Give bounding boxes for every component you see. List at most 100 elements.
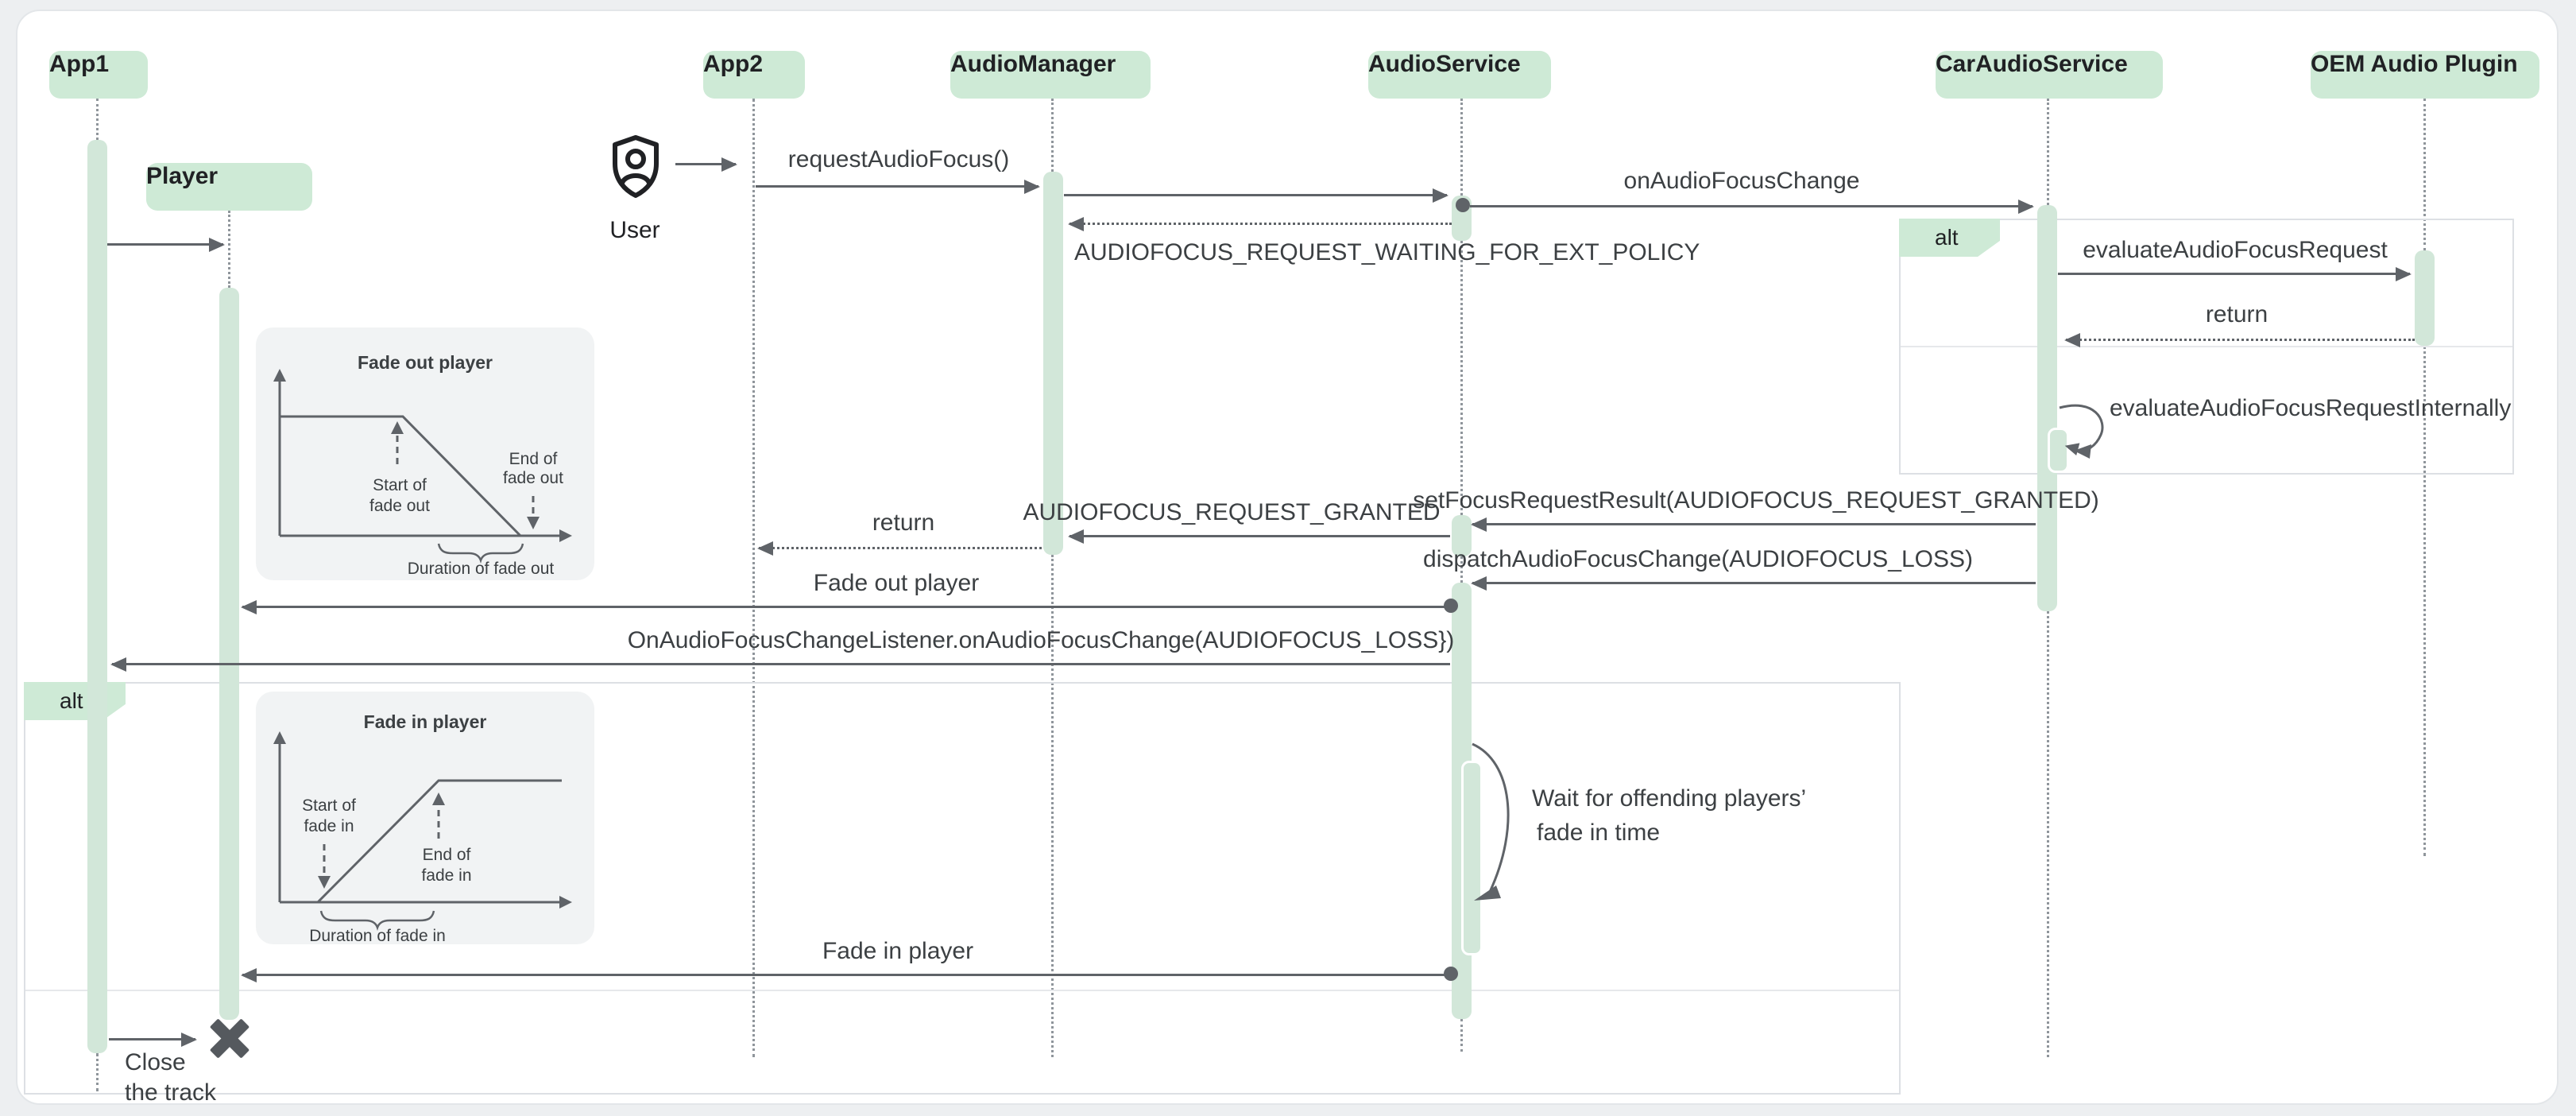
note-close-line1: Close — [125, 1049, 186, 1075]
duration-label: Duration of fade out — [408, 560, 555, 578]
participant-audiomanager: AudioManager — [950, 51, 1151, 99]
lifeline-audioservice — [1460, 556, 1463, 583]
start-fade-label: Start of — [302, 796, 356, 815]
arrowhead-icon — [1433, 188, 1449, 203]
alt-label: alt — [1935, 225, 1959, 250]
user-label: User — [609, 217, 660, 243]
chart-title: Fade in player — [364, 711, 487, 732]
arrowhead-icon — [2064, 333, 2080, 347]
message-origin-dot — [1444, 967, 1458, 981]
arrowhead-icon — [1471, 576, 1487, 591]
fade-in-chart: Fade in player Start of fade in End of f… — [256, 692, 594, 945]
activation-player — [219, 288, 239, 1020]
activation-audioservice — [1452, 515, 1472, 556]
activation-audiomanager — [1043, 172, 1063, 555]
message-origin-dot — [1444, 599, 1458, 613]
arrow-waiting-for-ext-policy — [1068, 217, 1452, 231]
alt-fragment-focus-evaluation: alt — [1899, 219, 2514, 475]
arrow-user-to-app2 — [675, 157, 737, 172]
activation-caraudioservice — [2037, 205, 2057, 611]
participant-label: AudioManager — [950, 51, 1116, 77]
arrow-evaluateaudiofocusrequest — [2058, 267, 2412, 281]
participant-label: CarAudioService — [1936, 51, 2128, 77]
arrow-dispatchaudiofocuschange — [1471, 576, 2036, 591]
destroy-x-icon — [207, 1016, 252, 1060]
alt-label-tab: alt — [24, 682, 126, 720]
arrow-fade-in-player — [241, 968, 1445, 982]
participant-label: AudioService — [1368, 51, 1521, 77]
arrowhead-icon — [757, 541, 773, 556]
lifeline-audioservice — [1460, 241, 1463, 515]
user-icon — [613, 135, 659, 198]
self-call-arrow — [2059, 404, 2104, 459]
arrowhead-icon — [241, 968, 257, 982]
message-label-fade-out-player: Fade out player — [813, 570, 980, 596]
arrowhead-icon — [1068, 529, 1084, 544]
note-wait-line2: fade in time — [1537, 820, 1661, 846]
arrowhead-icon — [181, 1033, 197, 1047]
wait-loop-arrow — [1472, 742, 1510, 901]
lifeline-oem — [2423, 346, 2426, 856]
arrowhead-icon — [110, 657, 126, 672]
arrow-close-track — [109, 1033, 197, 1047]
fade-out-chart: Fade out player Start of fade out End of… — [256, 327, 594, 580]
participant-label: App1 — [49, 51, 109, 77]
arrow-onaudiofocuschange — [1470, 200, 2034, 214]
alt-label: alt — [60, 688, 83, 713]
participant-label: App2 — [703, 51, 763, 77]
participant-app2: App2 — [703, 51, 805, 99]
lifeline-audioservice — [1460, 99, 1463, 196]
participant-app1: App1 — [49, 51, 148, 99]
message-label-setfocusrequestresult: setFocusRequestResult(AUDIOFOCUS_REQUEST… — [1413, 487, 2099, 513]
end-fade-label: End of — [423, 846, 471, 864]
activation-caraudioservice-nested — [2048, 428, 2069, 473]
arrowhead-icon — [2396, 267, 2412, 281]
start-fade-label: fade in — [304, 817, 354, 835]
arrowhead-icon — [2018, 200, 2034, 214]
start-fade-label: Start of — [373, 476, 427, 494]
arrow-request-granted — [1068, 529, 1450, 544]
start-fade-label: fade out — [369, 497, 430, 515]
arrowhead-icon — [1024, 180, 1040, 194]
lifeline-audiomanager — [1051, 99, 1054, 172]
message-label-return-oem: return — [2205, 301, 2269, 327]
participant-oem-audio-plugin: OEM Audio Plugin — [2311, 51, 2539, 99]
message-label-onaudiofocuschange: onAudioFocusChange — [1623, 168, 1860, 194]
participant-label: Player — [146, 163, 219, 189]
activation-app1 — [87, 140, 107, 1053]
end-fade-label: fade in — [421, 866, 471, 885]
participant-audioservice: AudioService — [1368, 51, 1551, 99]
lifeline-caraudioservice — [2047, 99, 2049, 205]
arrowhead-icon — [1068, 217, 1084, 231]
message-label-evaluateaudiofocusrequest: evaluateAudioFocusRequest — [2083, 237, 2388, 263]
message-label-dispatchaudiofocuschange: dispatchAudioFocusChange(AUDIOFOCUS_LOSS… — [1423, 546, 1973, 572]
arrowhead-icon — [209, 238, 225, 252]
participant-label: OEM Audio Plugin — [2311, 51, 2518, 77]
alt-divider — [1901, 346, 2512, 347]
lifeline-caraudioservice — [2047, 611, 2049, 1057]
lifeline-audiomanager — [1051, 555, 1054, 1057]
message-label-return-app2: return — [872, 510, 935, 536]
arrow-app1-to-player — [107, 238, 225, 252]
activation-oem — [2415, 250, 2435, 346]
lifeline-app2 — [752, 99, 755, 1057]
arrowhead-icon — [241, 600, 257, 614]
activation-audioservice-nested — [1461, 761, 1483, 955]
lifeline-oem — [2423, 99, 2426, 250]
message-label-fade-in-player: Fade in player — [822, 938, 974, 964]
message-label-waiting-for-ext-policy: AUDIOFOCUS_REQUEST_WAITING_FOR_EXT_POLIC… — [1074, 239, 1700, 265]
alt-fragment-fade-handling: alt — [24, 682, 1901, 1095]
fade-in-chart-svg: Fade in player Start of fade in End of f… — [273, 711, 572, 945]
chart-title: Fade out player — [358, 352, 493, 373]
arrow-return-oem — [2064, 333, 2415, 347]
arrow-onfocuschangelistener — [110, 657, 1450, 672]
arrow-return-app2 — [757, 541, 1042, 556]
participant-caraudioservice: CarAudioService — [1936, 51, 2163, 99]
fade-out-chart-svg: Fade out player Start of fade out End of… — [273, 352, 572, 578]
lifeline-app1 — [96, 99, 99, 140]
message-origin-dot — [1456, 198, 1470, 212]
arrowhead-icon — [1471, 517, 1487, 532]
note-wait-line1: Wait for offending players’ — [1532, 785, 1807, 812]
message-label-onfocuschangelistener: OnAudioFocusChangeListener.onAudioFocusC… — [627, 627, 1455, 653]
